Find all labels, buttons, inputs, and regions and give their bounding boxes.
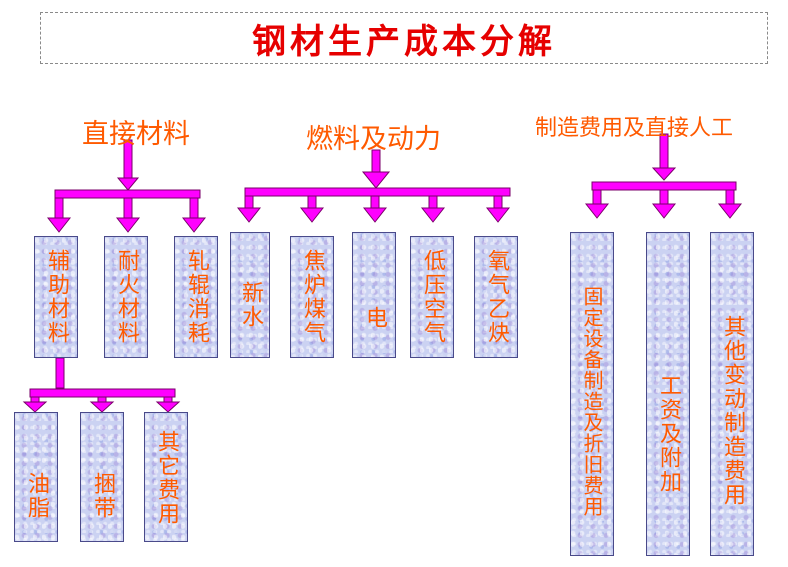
node-fixed-equipment-depreciation: 固定设备制造及折旧费用 xyxy=(570,232,614,556)
node-grease: 油脂 xyxy=(14,412,58,542)
page-title: 钢材生产成本分解 xyxy=(252,21,556,62)
title-box: 钢材生产成本分解 xyxy=(40,12,768,64)
node-refractory-materials: 耐火材料 xyxy=(104,236,148,358)
group-header-fuel-power: 燃料及动力 xyxy=(306,124,441,155)
group-header-manufacturing: 制造费用及直接人工 xyxy=(535,116,734,141)
node-coke-oven-gas: 焦炉煤气 xyxy=(290,236,334,358)
node-strapping: 捆带 xyxy=(80,412,124,542)
node-other-expenses: 其它费用 xyxy=(144,412,188,542)
node-auxiliary-materials: 辅助材料 xyxy=(34,236,78,358)
node-fresh-water: 新水 xyxy=(230,232,270,358)
node-roll-consumption: 轧辊消耗 xyxy=(174,236,218,358)
group-header-direct-materials: 直接材料 xyxy=(82,119,190,150)
node-oxygen-acetylene: 氧气乙炔 xyxy=(474,236,518,358)
node-other-variable-costs: 其他变动制造费用 xyxy=(710,232,754,556)
node-wages-and-extras: 工资及附加 xyxy=(646,232,690,556)
node-electricity: 电 xyxy=(352,232,396,358)
node-low-pressure-air: 低压空气 xyxy=(410,236,454,358)
